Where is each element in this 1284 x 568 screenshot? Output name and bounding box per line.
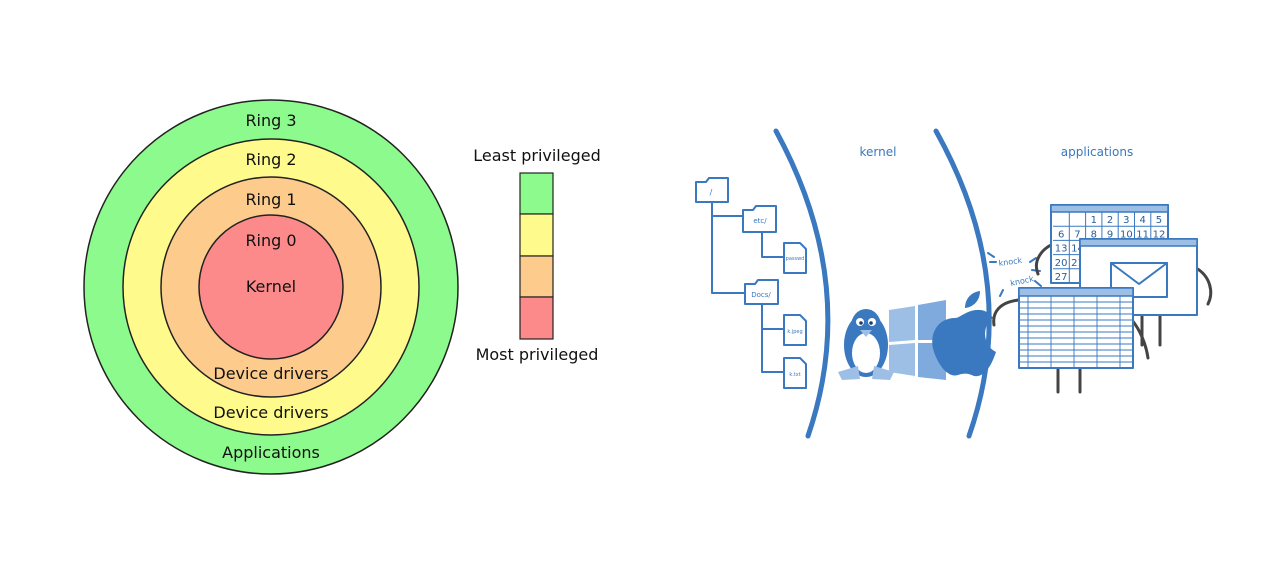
ring-1-bottom-label: Device drivers bbox=[213, 364, 328, 383]
file-icon: k.txt bbox=[783, 357, 807, 389]
knock-text: knock bbox=[998, 256, 1023, 268]
privilege-legend: Least privileged Most privileged bbox=[473, 146, 601, 364]
calendar-day-number: 3 bbox=[1123, 215, 1129, 226]
file-tree: / etc/ Docs/ passwd k.jpeg k.txt bbox=[695, 177, 807, 389]
calendar-day-number: 5 bbox=[1156, 215, 1162, 226]
svg-text:passwd: passwd bbox=[786, 256, 805, 262]
most-privileged-label: Most privileged bbox=[476, 345, 599, 364]
calendar-day-number: 20 bbox=[1055, 258, 1068, 269]
ring-2-label: Ring 2 bbox=[245, 150, 296, 169]
spreadsheet-window bbox=[1018, 287, 1134, 369]
spreadsheet-grid bbox=[1019, 296, 1133, 368]
calendar-day-number: 1 bbox=[1091, 215, 1097, 226]
ring-0-label: Ring 0 bbox=[245, 231, 296, 250]
least-privileged-label: Least privileged bbox=[473, 146, 601, 165]
ring-0-circle bbox=[198, 214, 344, 360]
calendar-day-number: 14 bbox=[1071, 244, 1084, 255]
svg-text:k.jpeg: k.jpeg bbox=[787, 329, 802, 335]
file-icon: passwd bbox=[783, 242, 807, 274]
svg-text:Docs/: Docs/ bbox=[751, 291, 771, 299]
calendar-day-number: 12 bbox=[1153, 229, 1166, 240]
ring-1-label: Ring 1 bbox=[245, 190, 296, 209]
windows-logo-icon bbox=[889, 300, 946, 380]
legend-swatch-ring-3 bbox=[519, 172, 554, 215]
kernel-illustration: kernel applications / etc/ Docs/ bbox=[695, 128, 1213, 439]
calendar-day-number: 21 bbox=[1071, 258, 1084, 269]
ring-3-bottom-label: Applications bbox=[222, 443, 320, 462]
legend-swatch-ring-0 bbox=[519, 296, 554, 340]
svg-text:/: / bbox=[710, 188, 713, 197]
legend-swatch-ring-2 bbox=[519, 213, 554, 257]
calendar-day-number: 7 bbox=[1074, 229, 1080, 240]
calendar-day-number: 8 bbox=[1091, 229, 1097, 240]
protection-rings: Ring 3 Ring 2 Ring 1 Ring 0 Kernel Devic… bbox=[83, 99, 459, 475]
apple-logo-icon bbox=[932, 291, 996, 377]
calendar-day-number: 4 bbox=[1139, 215, 1145, 226]
calendar-day-number: 11 bbox=[1136, 229, 1149, 240]
calendar-day-number: 2 bbox=[1107, 215, 1113, 226]
ring-3-label: Ring 3 bbox=[245, 111, 296, 130]
calendar-day-number: 27 bbox=[1055, 272, 1068, 283]
ring-2-bottom-label: Device drivers bbox=[213, 403, 328, 422]
tux-penguin-icon bbox=[838, 309, 894, 380]
envelope-icon bbox=[1110, 262, 1168, 298]
folder-icon: etc/ bbox=[742, 205, 777, 233]
applications-heading: applications bbox=[1061, 145, 1133, 159]
calendar-day-number: 9 bbox=[1107, 229, 1113, 240]
kernel-heading: kernel bbox=[860, 145, 897, 159]
svg-text:k.txt: k.txt bbox=[789, 372, 800, 378]
calendar-day-number: 13 bbox=[1055, 244, 1068, 255]
folder-icon: / bbox=[695, 177, 729, 203]
svg-text:etc/: etc/ bbox=[753, 217, 767, 225]
knock-text: knock bbox=[1010, 274, 1035, 288]
boundary-arc-right bbox=[933, 128, 992, 439]
boundary-arc-left bbox=[773, 128, 831, 439]
kernel-label: Kernel bbox=[246, 277, 296, 296]
legend-swatch-ring-1 bbox=[519, 255, 554, 298]
calendar-day-number: 6 bbox=[1058, 229, 1064, 240]
file-icon: k.jpeg bbox=[783, 314, 807, 346]
calendar-day-number: 10 bbox=[1120, 229, 1133, 240]
folder-icon: Docs/ bbox=[744, 279, 779, 305]
